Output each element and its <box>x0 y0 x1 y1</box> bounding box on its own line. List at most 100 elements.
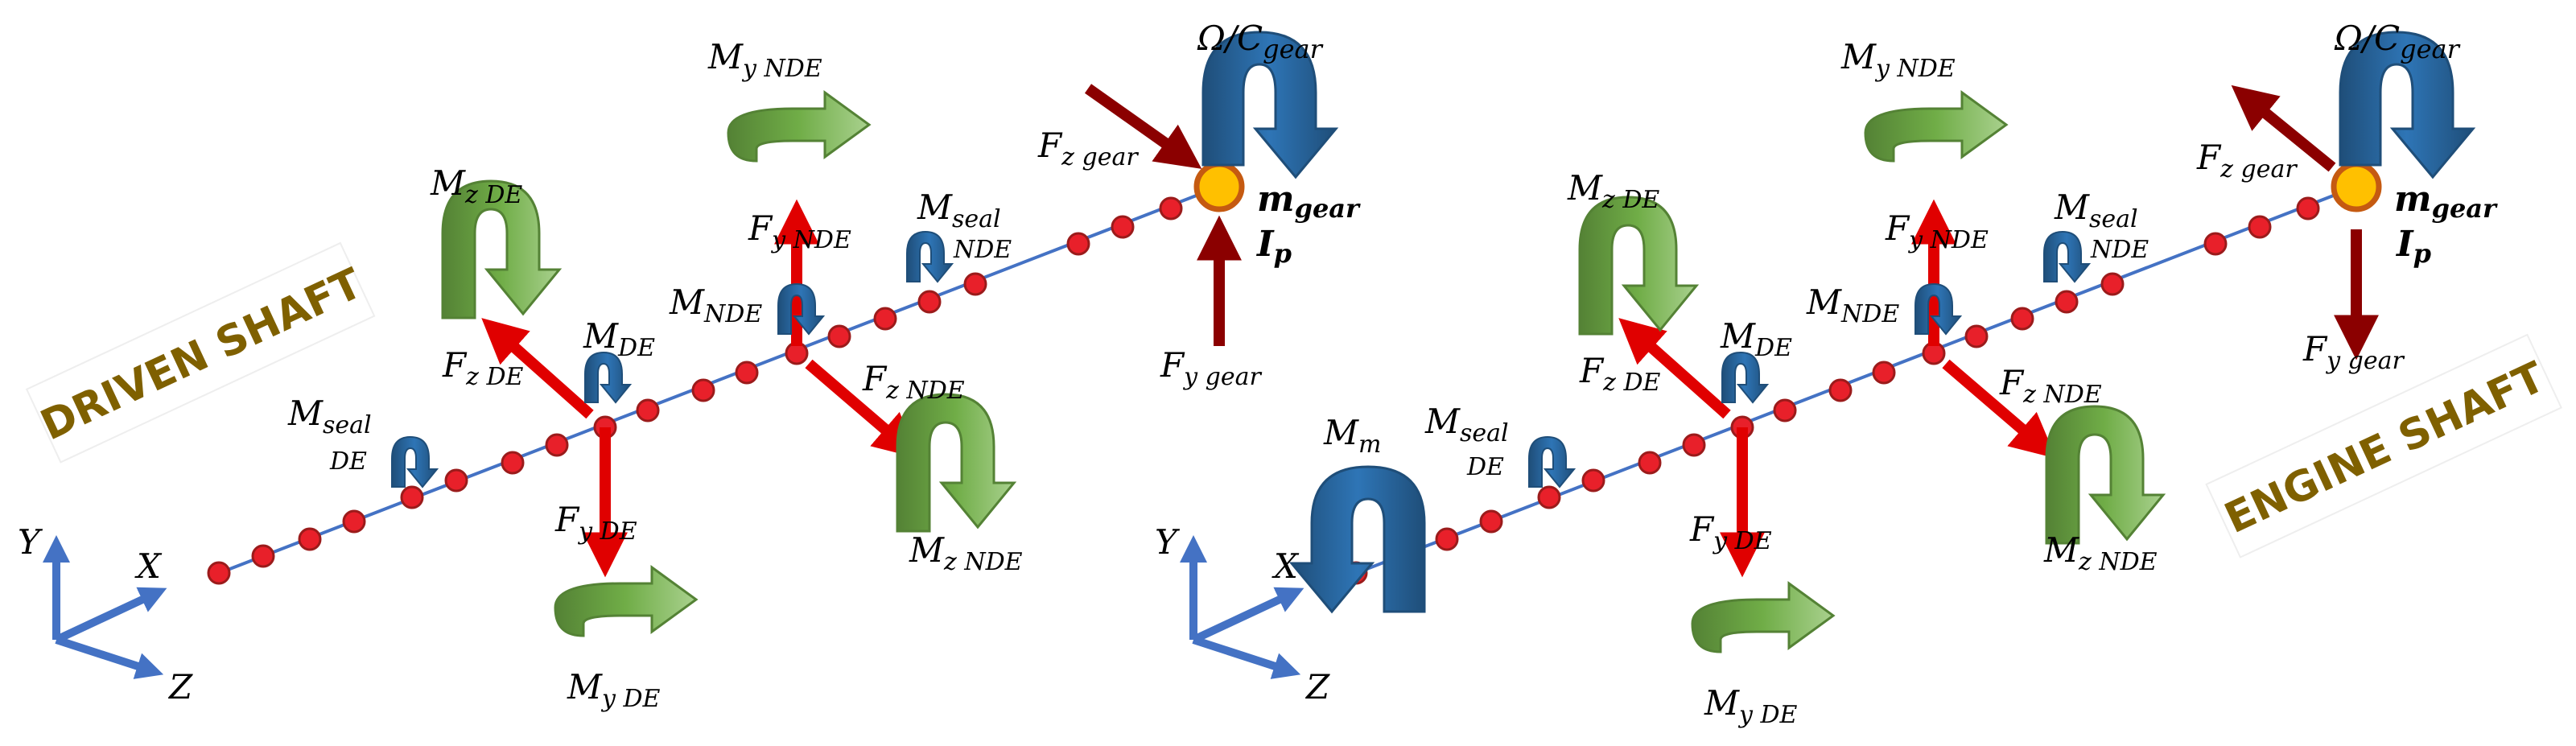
shaft-node <box>1159 196 1183 221</box>
driven-shaft-labels: Ω/Cgear mgear Ip Fz gear Fy gear My NDE … <box>287 19 1361 713</box>
shaft-node <box>501 451 525 475</box>
shaft-node <box>1682 433 1706 457</box>
engine-shaft-line <box>1354 185 2357 575</box>
engine-coordinate-axes: Y X Z <box>1155 522 1330 707</box>
label-my-de: My DE <box>567 667 661 713</box>
force-fz-gear-arrow <box>2231 84 2336 172</box>
moment-my-nde-icon <box>1864 91 2008 163</box>
driven-shaft-line <box>216 185 1220 575</box>
driven-coordinate-axes: Y X Z <box>18 522 193 707</box>
label-mseal-nde-sub: NDE <box>2090 236 2149 264</box>
label-m-m: Mm <box>1323 413 1381 459</box>
engine-shaft-nodes <box>1344 196 2320 585</box>
shaft-node <box>963 272 987 296</box>
z-axis-arrow <box>1192 636 1301 679</box>
motor-moment-icon <box>1290 465 1426 613</box>
shaft-node <box>1638 451 1662 475</box>
label-m-gear: mgear <box>2394 179 2498 224</box>
label-my-nde: My NDE <box>1840 37 1956 83</box>
driven-shaft-nodes <box>207 196 1183 585</box>
shaft-node <box>1773 398 1797 422</box>
z-axis-arrow <box>55 636 164 679</box>
force-fz-nde-arrow <box>1942 359 2056 459</box>
label-fz-nde: Fz NDE <box>1999 363 2102 409</box>
shaft-node <box>1964 324 1989 348</box>
label-m-nde: MNDE <box>669 282 762 328</box>
engine-shaft-diagram: ENGINE SHAFT <box>1155 19 2563 729</box>
label-mseal-nde-sub: NDE <box>953 236 1012 264</box>
shaft-node <box>1479 509 1503 534</box>
label-m-de: MDE <box>583 316 655 362</box>
shaft-node <box>735 361 759 385</box>
force-fz-de-arrow <box>481 318 594 419</box>
shaft-node <box>1537 485 1561 509</box>
force-fz-gear-arrow <box>1084 84 1202 169</box>
shaft-node <box>2055 290 2079 314</box>
label-fz-nde: Fz NDE <box>862 359 965 405</box>
label-fy-gear: Fy gear <box>1160 345 1262 391</box>
shaft-node <box>873 307 897 331</box>
moment-my-de-icon <box>1691 582 1835 653</box>
label-mz-nde: Mz NDE <box>909 530 1023 576</box>
shaft-node <box>251 544 275 568</box>
label-fz-gear: Fz gear <box>1037 126 1139 171</box>
label-mz-de: Mz DE <box>1567 168 1659 214</box>
label-my-de: My DE <box>1704 683 1798 729</box>
shaft-node <box>1435 527 1459 551</box>
shaft-node <box>545 433 569 457</box>
axis-z-label: Z <box>167 667 193 707</box>
label-mz-nde: Mz NDE <box>2043 530 2158 576</box>
gear-mass <box>2331 161 2382 212</box>
shaft-node <box>1581 468 1605 493</box>
label-mseal-de-sub: DE <box>329 447 367 476</box>
shaft-node <box>444 468 468 493</box>
label-fz-gear: Fz gear <box>2196 138 2298 183</box>
label-fy-de: Fy DE <box>554 500 637 546</box>
axis-x-label: X <box>1272 546 1300 586</box>
label-my-nde: My NDE <box>707 37 822 83</box>
label-omega-gear: Ω/Cgear <box>1197 19 1324 64</box>
label-fy-de: Fy DE <box>1689 509 1772 555</box>
label-omega-gear: Ω/Cgear <box>2334 19 2461 64</box>
x-axis-arrow <box>54 587 167 644</box>
moment-my-nde-icon <box>727 91 871 163</box>
label-mseal-de-sub: DE <box>1466 453 1504 481</box>
shaft-node <box>2100 272 2125 296</box>
shaft-node <box>342 509 366 534</box>
axis-y-label: Y <box>18 522 43 562</box>
shaft-node <box>1111 215 1135 239</box>
shaft-node <box>2203 232 2228 256</box>
label-fy-gear: Fy gear <box>2302 329 2405 375</box>
axis-z-label: Z <box>1304 667 1330 707</box>
shaft-node <box>1828 378 1853 402</box>
shaft-node <box>207 561 231 585</box>
shaft-node <box>1872 361 1896 385</box>
label-mseal-nde: Mseal <box>917 188 1001 233</box>
engine-shaft-labels: Ω/Cgear mgear Ip Fz gear Fy gear My NDE … <box>1323 19 2498 729</box>
label-mseal-de: Mseal <box>287 394 372 439</box>
shaft-node <box>2010 307 2034 331</box>
shaft-node <box>298 527 322 551</box>
label-m-nde: MNDE <box>1806 282 1899 328</box>
moment-mseal-nde-icon <box>906 231 953 282</box>
moment-mseal-nde-icon <box>2043 231 2090 282</box>
shaft-node <box>400 485 424 509</box>
label-i-p: Ip <box>1255 224 1292 269</box>
axis-y-label: Y <box>1155 522 1181 562</box>
shaft-node <box>2296 196 2320 221</box>
label-mseal-nde: Mseal <box>2054 188 2138 233</box>
shaft-node <box>827 324 851 348</box>
axis-x-label: X <box>134 546 163 586</box>
driven-shaft-diagram: DRIVEN SHAFT <box>18 19 1361 713</box>
label-m-de: MDE <box>1720 316 1792 362</box>
label-fy-nde: Fy NDE <box>1885 208 1989 254</box>
moment-mseal-de-icon <box>1528 436 1575 488</box>
label-fz-de: Fz DE <box>1579 351 1661 397</box>
label-mseal-de: Mseal <box>1424 402 1509 447</box>
moment-mseal-de-icon <box>391 436 438 488</box>
label-m-gear: mgear <box>1257 179 1361 224</box>
shaft-node <box>917 290 942 314</box>
shaft-node <box>691 378 715 402</box>
gear-mass <box>1193 161 1245 212</box>
